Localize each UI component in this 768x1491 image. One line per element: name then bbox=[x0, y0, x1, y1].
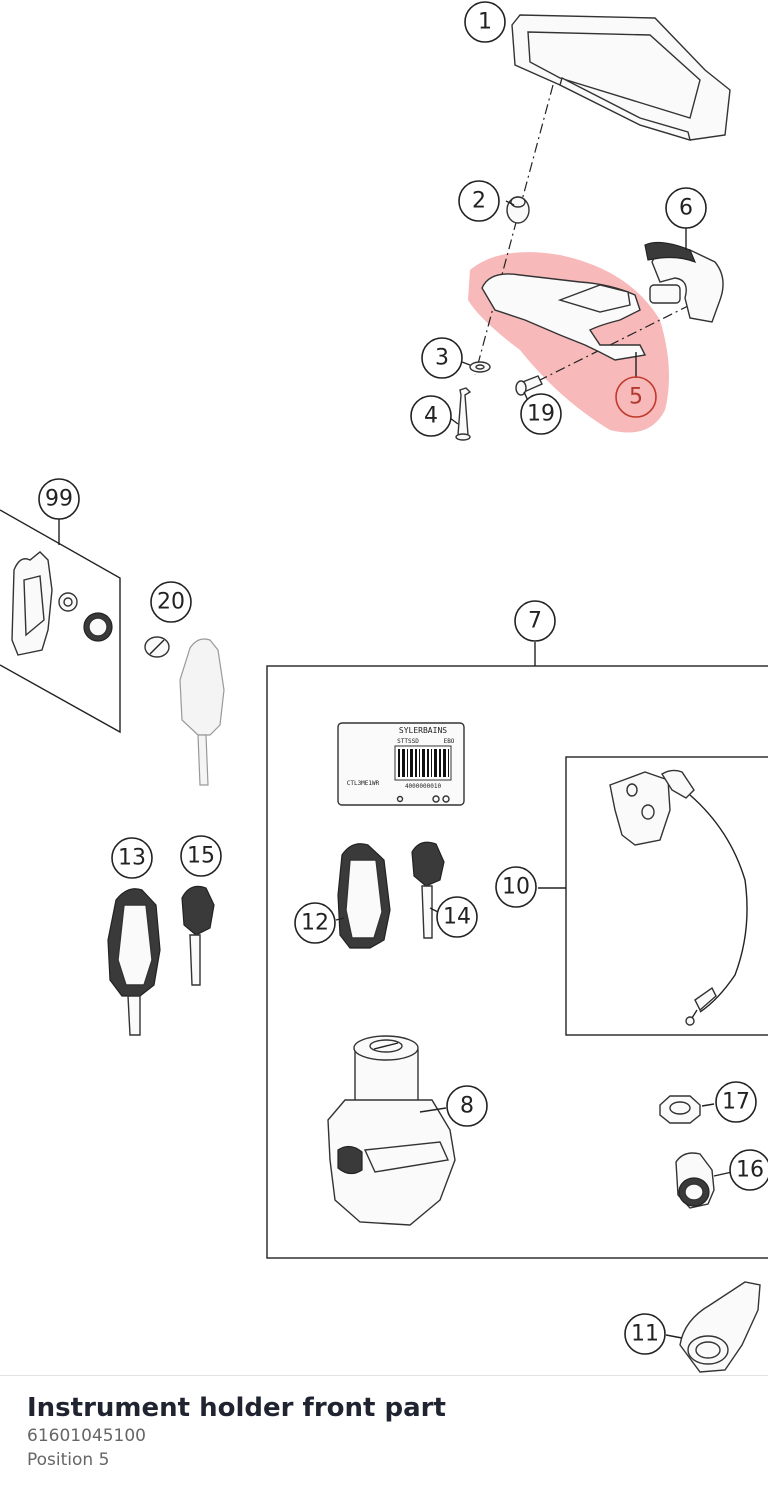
exploded-parts-diagram: SYLERBAINS STTSSD EBO CTL3ME1WR 40000000… bbox=[0, 1, 768, 1373]
diagram-canvas: SYLERBAINS STTSSD EBO CTL3ME1WR 40000000… bbox=[0, 1, 768, 1373]
sticker-code-left: CTL3ME1WR bbox=[347, 780, 380, 787]
callout-8[interactable]: 8 bbox=[446, 1085, 488, 1127]
key-blade-part[interactable] bbox=[411, 841, 445, 939]
svg-text:17: 17 bbox=[722, 1090, 750, 1115]
part-info-footer: Instrument holder front part 61601045100… bbox=[0, 1375, 768, 1491]
rubber-bushing-part[interactable] bbox=[506, 196, 530, 224]
ignition-key-part[interactable] bbox=[107, 888, 161, 1036]
svg-text:7: 7 bbox=[528, 609, 542, 634]
callout-13[interactable]: 13 bbox=[111, 837, 153, 879]
svg-text:99: 99 bbox=[45, 487, 73, 512]
callout-2[interactable]: 2 bbox=[458, 180, 500, 222]
svg-text:5: 5 bbox=[629, 385, 643, 410]
callout-15[interactable]: 15 bbox=[180, 835, 222, 877]
svg-text:4: 4 bbox=[424, 404, 438, 429]
transponder-subframe bbox=[565, 756, 768, 1036]
svg-text:12: 12 bbox=[301, 911, 329, 936]
svg-text:3: 3 bbox=[435, 346, 449, 371]
callout-20[interactable]: 20 bbox=[150, 581, 192, 623]
transponder-antenna-part[interactable] bbox=[609, 769, 748, 1026]
accessory-kit-sheet[interactable] bbox=[0, 509, 121, 734]
callout-19[interactable]: 19 bbox=[520, 393, 562, 435]
svg-text:15: 15 bbox=[187, 844, 215, 869]
ignition-lock-part[interactable] bbox=[327, 1035, 456, 1226]
part-position: Position 5 bbox=[27, 1450, 110, 1470]
callout-4[interactable]: 4 bbox=[410, 395, 452, 437]
instrument-display-part[interactable] bbox=[511, 14, 731, 142]
callout-3[interactable]: 3 bbox=[421, 337, 463, 379]
ignition-lock-set-frame bbox=[266, 665, 768, 1259]
svg-text:16: 16 bbox=[736, 1158, 764, 1183]
key-battery-part[interactable] bbox=[144, 636, 170, 658]
part-number: 61601045100 bbox=[27, 1426, 146, 1446]
svg-text:20: 20 bbox=[157, 590, 185, 615]
svg-text:19: 19 bbox=[527, 402, 555, 427]
part-title: Instrument holder front part bbox=[27, 1393, 446, 1423]
sticker-field-left: STTSSD bbox=[397, 738, 419, 745]
callout-17[interactable]: 17 bbox=[715, 1081, 757, 1123]
screw-part[interactable] bbox=[515, 375, 543, 396]
callout-16[interactable]: 16 bbox=[729, 1149, 768, 1191]
code-label-sticker[interactable]: SYLERBAINS STTSSD EBO CTL3ME1WR 40000000… bbox=[337, 722, 465, 806]
svg-text:2: 2 bbox=[472, 189, 486, 214]
sticker-title: SYLERBAINS bbox=[399, 726, 447, 735]
callout-6[interactable]: 6 bbox=[665, 187, 707, 229]
master-key-part[interactable] bbox=[337, 843, 391, 949]
callout-11[interactable]: 11 bbox=[624, 1313, 666, 1355]
callout-14[interactable]: 14 bbox=[436, 896, 478, 938]
sticker-field-right: EBO bbox=[444, 738, 455, 745]
svg-text:1: 1 bbox=[478, 10, 492, 35]
svg-text:14: 14 bbox=[443, 905, 471, 930]
callout-5[interactable]: 5 bbox=[615, 376, 657, 418]
lock-nut-part[interactable] bbox=[659, 1095, 701, 1124]
callout-99[interactable]: 99 bbox=[38, 478, 80, 520]
callout-7[interactable]: 7 bbox=[514, 600, 556, 642]
sticker-code-right: 4000000010 bbox=[405, 783, 442, 790]
washer-part[interactable] bbox=[469, 361, 491, 373]
svg-text:10: 10 bbox=[502, 875, 530, 900]
callout-1[interactable]: 1 bbox=[464, 1, 506, 43]
pin-part[interactable] bbox=[455, 387, 472, 441]
spare-key-part[interactable] bbox=[181, 885, 215, 986]
instrument-holder-front-part[interactable] bbox=[481, 273, 647, 361]
callout-12[interactable]: 12 bbox=[294, 902, 336, 944]
lock-cylinder-part[interactable] bbox=[675, 1152, 715, 1209]
svg-text:13: 13 bbox=[118, 846, 146, 871]
lock-cover-part[interactable] bbox=[679, 1281, 761, 1373]
svg-text:8: 8 bbox=[460, 1094, 474, 1119]
callout-10[interactable]: 10 bbox=[495, 866, 537, 908]
handlebar-clamp-part[interactable] bbox=[644, 241, 724, 323]
svg-text:6: 6 bbox=[679, 196, 693, 221]
svg-text:11: 11 bbox=[631, 1322, 659, 1347]
faded-key-part bbox=[179, 638, 225, 786]
